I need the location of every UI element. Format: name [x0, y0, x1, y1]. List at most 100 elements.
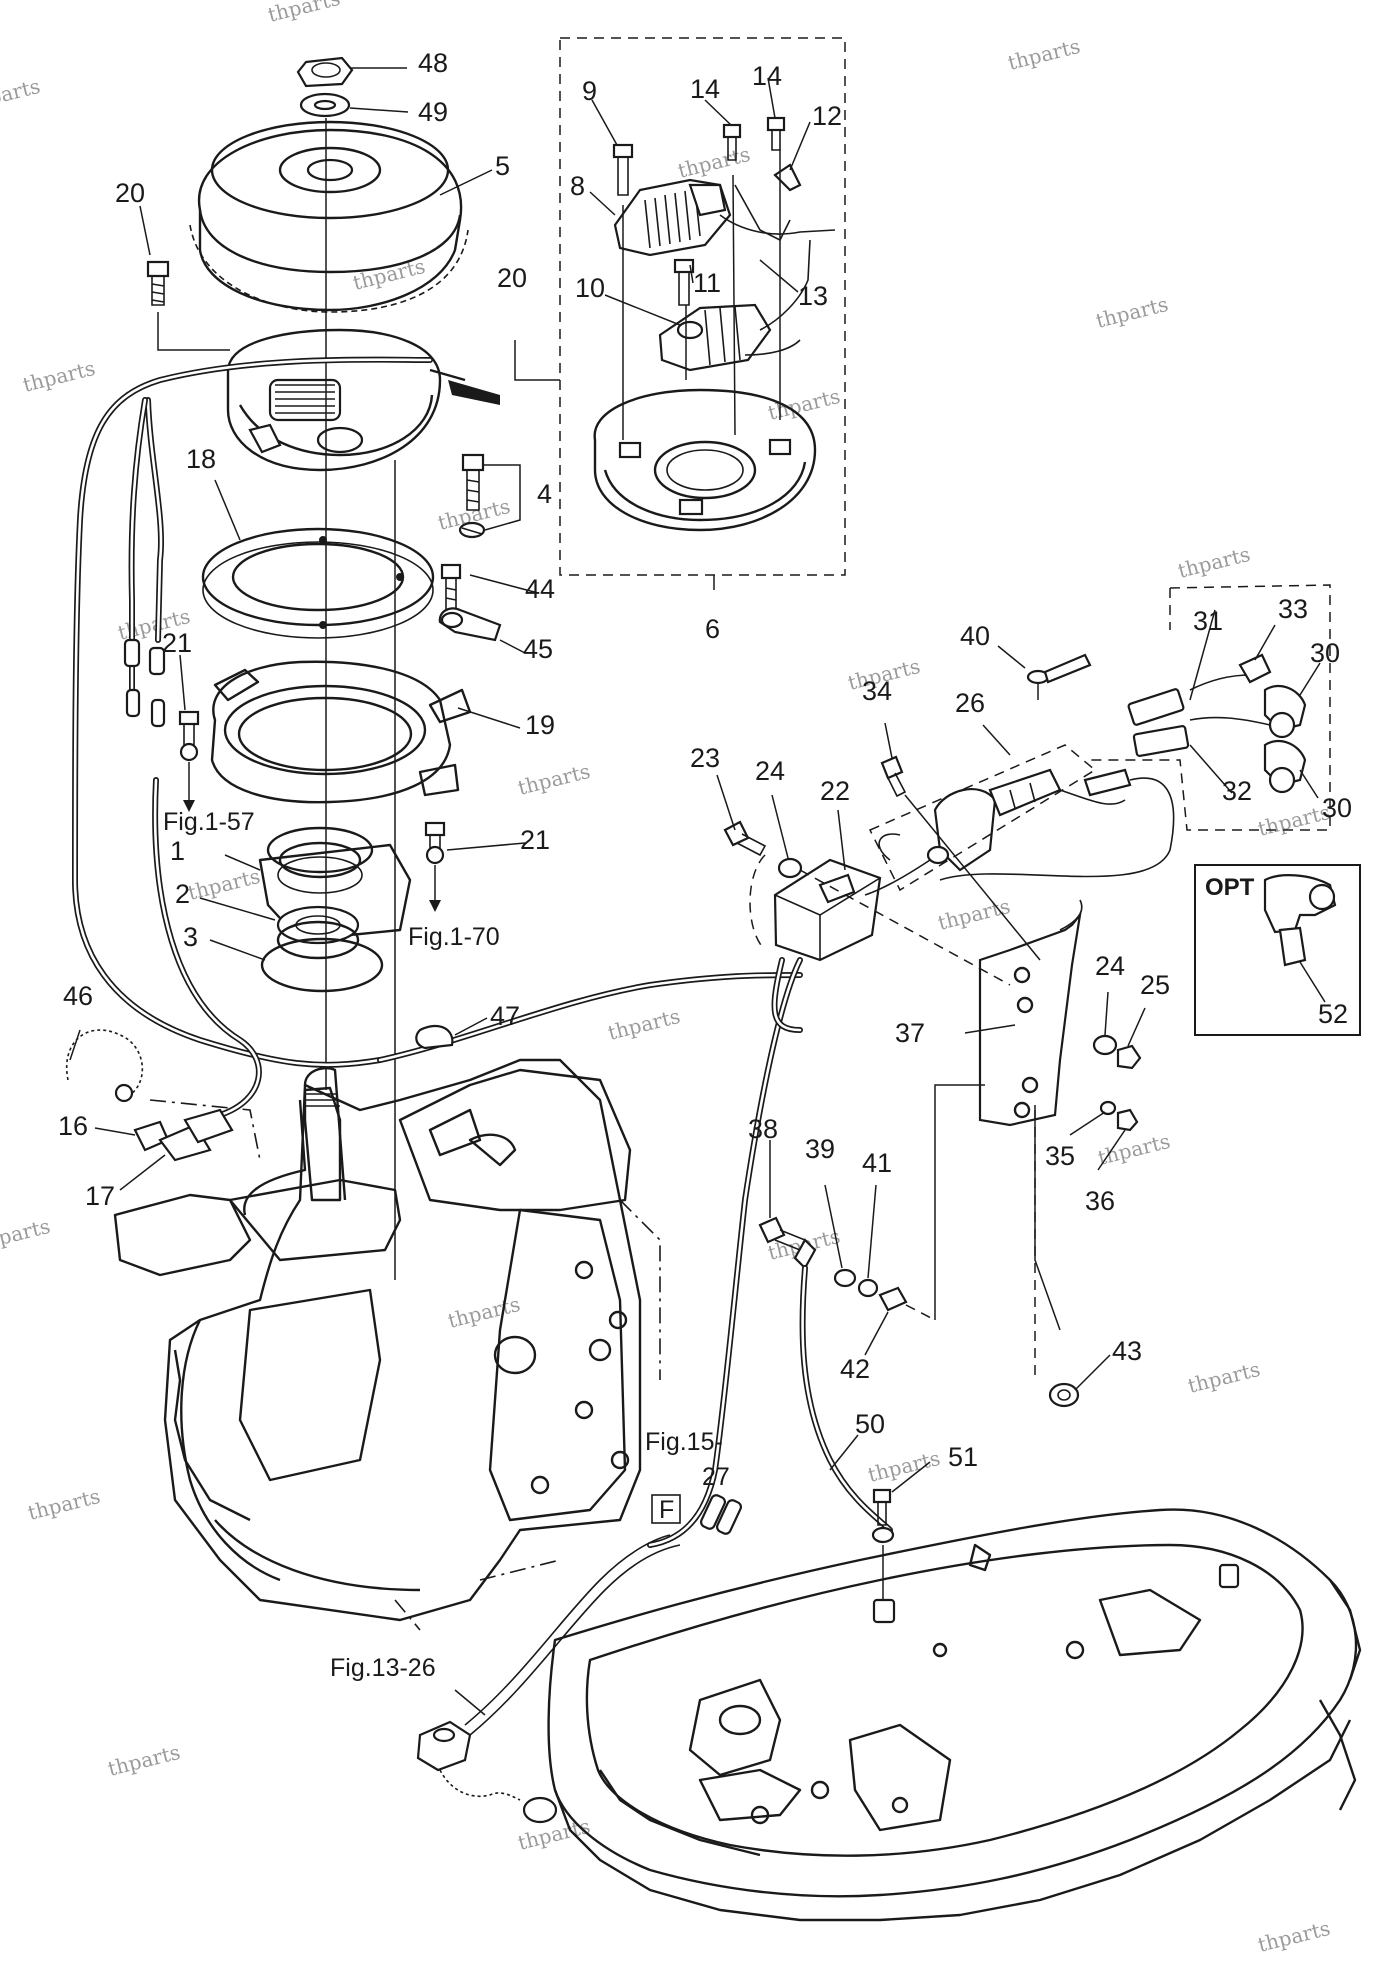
watermark: thparts: [1185, 1357, 1262, 1398]
clamp-45: [438, 607, 502, 642]
callout-11: 11: [693, 268, 721, 298]
screw-14a: [722, 123, 742, 161]
opt-label: OPT: [1205, 874, 1255, 901]
washer-49: [299, 92, 351, 118]
box-f: [651, 1494, 681, 1524]
callout-23: 23: [690, 743, 720, 773]
watermark: thparts: [1175, 542, 1252, 583]
callout-37: 37: [895, 1018, 925, 1048]
callout-31: 31: [1193, 606, 1223, 636]
callout-24-left: 24: [755, 756, 785, 786]
bolt-4: [461, 453, 485, 511]
watermark: thparts: [605, 1004, 682, 1045]
callout-21-left: 21: [162, 628, 192, 658]
callout-1: 1: [170, 836, 185, 866]
callout-19: 19: [525, 710, 555, 740]
callout-30-bottom: 30: [1322, 793, 1352, 823]
callout-34: 34: [862, 676, 892, 706]
fig-ref-15-27-line2: 27: [702, 1463, 730, 1491]
bullet-connectors-cdi: [700, 1494, 742, 1535]
flywheel-5: [189, 120, 469, 313]
callout-36: 36: [1085, 1186, 1115, 1216]
callout-labels: 48 49 5 20 20 18 4 44 45 19 21 21 1 2 3 …: [58, 48, 1352, 1472]
watermark: thparts: [675, 142, 752, 183]
callout-14-left: 14: [690, 74, 720, 104]
watermark: thparts: [20, 356, 97, 397]
fig-ref-13-26: Fig.13-26: [330, 1654, 436, 1682]
callout-44: 44: [525, 574, 555, 604]
powerhead: [113, 1058, 661, 1631]
callout-2: 2: [175, 879, 190, 909]
watermark: thparts: [1093, 292, 1170, 333]
screw-11: [673, 258, 695, 306]
callout-16: 16: [58, 1111, 88, 1141]
washer-24-left: [777, 857, 803, 879]
watermark: thparts: [1095, 1129, 1172, 1170]
callout-46: 46: [63, 981, 93, 1011]
pulser-coil-10: [658, 303, 772, 372]
stator-base-detail: [593, 388, 817, 532]
bottom-cowling: [547, 1508, 1362, 1922]
callout-42: 42: [840, 1354, 870, 1384]
callout-35: 35: [1045, 1141, 1075, 1171]
bolt-44: [440, 563, 462, 613]
woodruff-key-47: [415, 1024, 454, 1050]
callout-52: 52: [1318, 999, 1348, 1029]
grommet-43: [1048, 1382, 1080, 1408]
terminal-40: [1026, 653, 1092, 685]
bracket-37: [978, 899, 1083, 1127]
callout-22: 22: [820, 776, 850, 806]
washer-39: [833, 1268, 857, 1288]
connector-17: [158, 1108, 234, 1162]
callout-40: 40: [960, 621, 990, 651]
fig-ref-1-57: Fig.1-57: [163, 808, 255, 836]
callout-33: 33: [1278, 594, 1308, 624]
watermark: thparts: [265, 0, 342, 27]
bolt-20-left: [146, 260, 170, 306]
callout-25: 25: [1140, 970, 1170, 1000]
watermark: thparts: [0, 1214, 53, 1255]
callout-30-top: 30: [1310, 638, 1340, 668]
washer-4: [458, 521, 486, 539]
watermark: thparts: [1005, 34, 1082, 75]
watermark: thparts: [935, 894, 1012, 935]
callout-14-right: 14: [752, 61, 782, 91]
detail-box-6: [559, 37, 846, 590]
bolt-21-right: [424, 821, 446, 865]
callout-50: 50: [855, 1409, 885, 1439]
flywheel-nut-48: [296, 56, 354, 88]
stator-assembly: [226, 328, 442, 472]
callout-48: 48: [418, 48, 448, 78]
figure-references: Fig.1-57 Fig.1-70 Fig.15- 27 F Fig.13-26: [163, 808, 730, 1682]
callout-26: 26: [955, 688, 985, 718]
callout-39: 39: [805, 1134, 835, 1164]
callout-3: 3: [183, 922, 198, 952]
charge-coil-8: [613, 178, 732, 257]
watermark: thparts: [1255, 1916, 1332, 1957]
stop-switch: [416, 1720, 558, 1824]
o-ring-3: [260, 937, 384, 993]
watermark: thparts: [445, 1292, 522, 1333]
screw-9: [612, 143, 634, 196]
leader-lines: [69, 67, 1326, 1716]
watermark: thparts: [185, 864, 262, 905]
box-f-label: F: [659, 1496, 674, 1524]
watermark: thparts: [865, 1446, 942, 1487]
watermark: thparts: [25, 1484, 102, 1525]
clamp-12: [773, 163, 802, 192]
screw-34: [880, 755, 907, 798]
callout-4: 4: [537, 479, 552, 509]
fig-ref-15-27-line1: Fig.15-: [645, 1428, 723, 1456]
bullet-connectors-left: [123, 638, 166, 728]
callout-47: 47: [490, 1001, 520, 1031]
callout-38: 38: [748, 1114, 778, 1144]
bolt-23: [723, 820, 767, 857]
callout-8: 8: [570, 171, 585, 201]
callout-21-right: 21: [520, 825, 550, 855]
watermark: thparts: [515, 1814, 592, 1855]
callout-43: 43: [1112, 1336, 1142, 1366]
callout-13: 13: [798, 281, 828, 311]
callout-24-right: 24: [1095, 951, 1125, 981]
watermark: thparts: [1255, 800, 1332, 841]
oil-seal-2: [276, 905, 360, 960]
